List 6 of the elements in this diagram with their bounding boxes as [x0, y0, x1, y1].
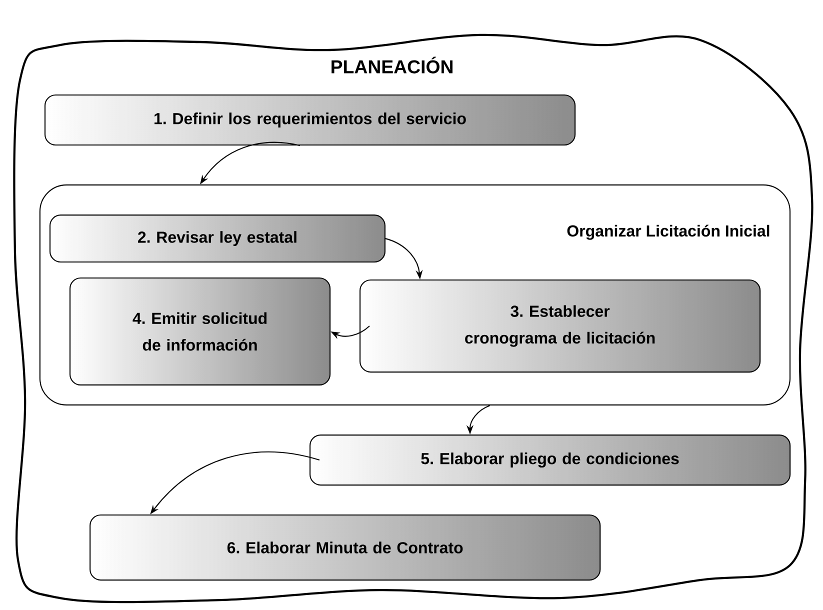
process-box: 5. Elaborar pliego de condiciones — [310, 434, 791, 486]
process-box: 4. Emitir solicitud de información — [69, 277, 331, 386]
process-box: 1. Definir los requerimientos del servicio — [44, 94, 576, 146]
process-box: 2. Revisar ley estatal — [49, 214, 386, 263]
process-box: 6. Elaborar Minuta de Contrato — [90, 514, 601, 581]
process-box: 3. Establecer cronograma de licitación — [360, 279, 761, 373]
